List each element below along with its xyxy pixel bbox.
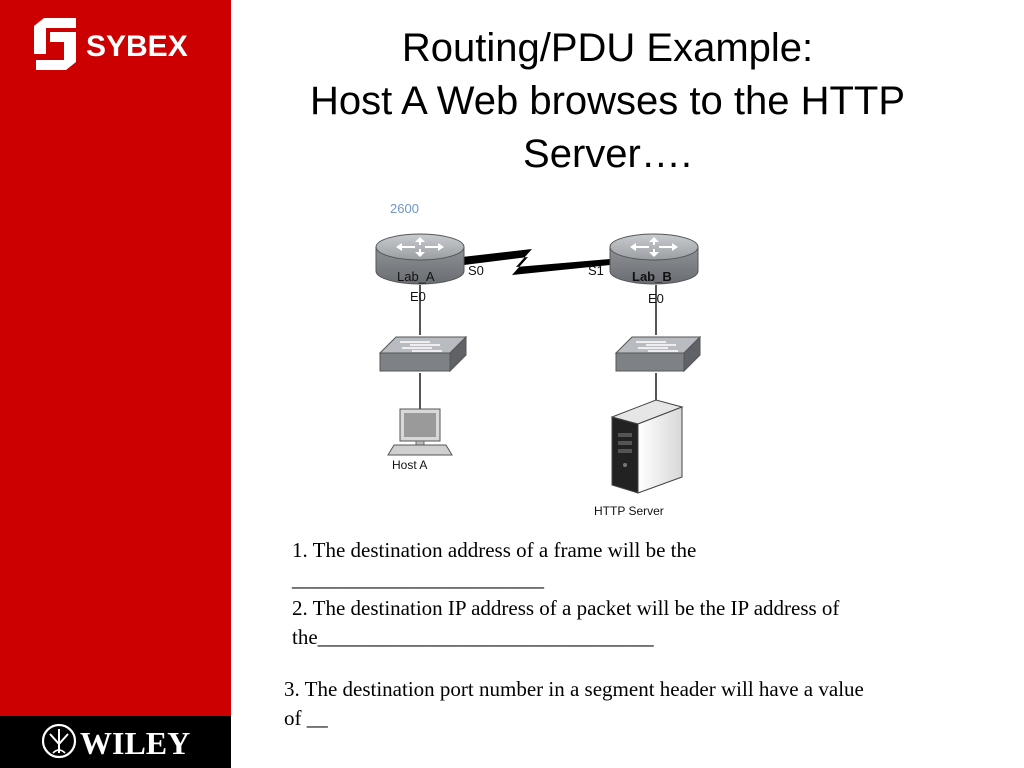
slide-title: Routing/PDU Example: Host A Web browses … (250, 22, 965, 181)
wiley-wordmark: WILEY (80, 725, 190, 761)
host-a-computer-icon (387, 408, 453, 456)
question-3-blank: __ (306, 706, 328, 730)
router-lab-b-label: Lab_B (632, 269, 672, 284)
router-lab-b: Lab_B (609, 233, 699, 285)
title-line-2: Host A Web browses to the HTTP (309, 79, 906, 123)
http-server-icon (610, 399, 684, 494)
question-1: 1. The destination address of a frame wi… (292, 536, 972, 594)
network-diagram: 2600 Lab_A Lab_B S0 S1 E0 E0 (375, 201, 702, 518)
switch-arrows-icon (636, 341, 678, 352)
router-arrows-icon (630, 237, 678, 257)
question-1-text: 1. The destination address of a frame wi… (292, 538, 697, 562)
question-2: 2. The destination IP address of a packe… (292, 594, 972, 652)
sybex-mark-icon (34, 18, 76, 70)
question-2-text: 2. The destination IP address of a packe… (292, 596, 840, 620)
wiley-logo: WILEY (41, 723, 190, 761)
ethernet-e0-label-b: E0 (648, 291, 664, 306)
sybex-logo: SYBEX (34, 18, 188, 70)
router-lab-a-label: Lab_A (397, 269, 435, 284)
question-3-text: 3. The destination port number in a segm… (284, 677, 864, 701)
router-arrows-icon (396, 237, 444, 257)
host-a-label: Host A (392, 458, 427, 472)
http-server-label: HTTP Server (594, 504, 664, 518)
question-3-prefix: of (284, 706, 302, 730)
serial-s1-label: S1 (588, 263, 604, 278)
question-1-blank: ________________________ (292, 567, 544, 591)
serial-s0-label: S0 (468, 263, 484, 278)
serial-wan-link-icon (462, 249, 610, 275)
switch-a (378, 335, 468, 373)
ethernet-e0-label-a: E0 (410, 289, 426, 304)
title-line-3: Server…. (523, 132, 692, 176)
question-2-blank: ________________________________ (317, 625, 654, 649)
switch-b (614, 335, 702, 373)
title-line-1: Routing/PDU Example: (401, 26, 814, 70)
wiley-seal-icon (41, 723, 77, 759)
question-2-prefix: the (292, 625, 318, 649)
router-lab-a: Lab_A (375, 233, 465, 285)
switch-arrows-icon (400, 341, 442, 352)
question-3: 3. The destination port number in a segm… (284, 675, 974, 733)
router-model-label: 2600 (390, 201, 419, 216)
sidebar-panel (0, 0, 231, 716)
footer-bar (0, 716, 231, 768)
sybex-wordmark: SYBEX (86, 30, 188, 63)
